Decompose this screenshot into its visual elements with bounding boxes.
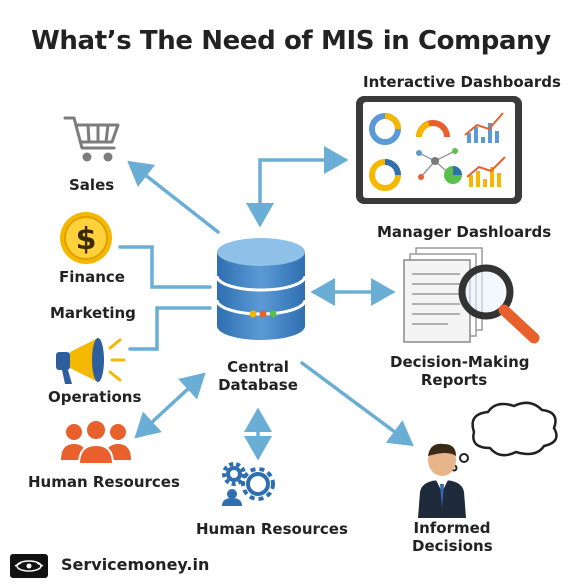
label-decisions: Decisions: [412, 537, 493, 555]
arrow-to-informed: [300, 361, 414, 447]
label-sales: Sales: [69, 176, 115, 194]
label-decision-reports: Decision-Making Reports: [390, 353, 530, 389]
label-database: Database: [218, 376, 298, 394]
connector-finance: [118, 245, 212, 289]
label-central-database: Central Database: [218, 358, 298, 394]
label-manager-dashboards: Manager Dashloards: [377, 223, 552, 241]
database-icon: [215, 238, 307, 340]
label-human-resources-left: Human Resources: [28, 473, 180, 491]
arrow-to-sales: [127, 160, 220, 234]
logo-icon: [10, 554, 48, 578]
dollar-coin-icon: $: [60, 212, 112, 264]
megaphone-icon: [56, 338, 126, 384]
gears-icon: [222, 462, 275, 506]
label-marketing: Marketing: [50, 304, 136, 322]
label-interactive-dashboards: Interactive Dashboards: [363, 73, 561, 91]
label-informed: Informed: [413, 519, 491, 537]
svg-text:$: $: [76, 222, 97, 257]
document-magnifier-icon: [403, 247, 540, 344]
label-finance: Finance: [59, 268, 125, 286]
connector-operations: [128, 306, 212, 351]
label-informed-decisions: Informed Decisions: [412, 519, 493, 555]
people-icon: [61, 419, 131, 465]
page-title: What’s The Need of MIS in Company: [31, 26, 551, 56]
arrow-hr-left: [134, 372, 206, 439]
person-thought-icon: [418, 401, 558, 518]
tablet-dashboard-icon: [356, 96, 522, 204]
cart-icon: [63, 116, 120, 162]
label-decision-making: Decision-Making: [390, 353, 530, 371]
footer-brand: Servicemoney.in: [61, 555, 210, 574]
label-central: Central: [227, 358, 289, 376]
arrow-to-interactive: [246, 146, 349, 228]
label-operations: Operations: [48, 388, 142, 406]
label-reports: Reports: [420, 371, 488, 389]
label-human-resources-bottom: Human Resources: [196, 520, 348, 538]
